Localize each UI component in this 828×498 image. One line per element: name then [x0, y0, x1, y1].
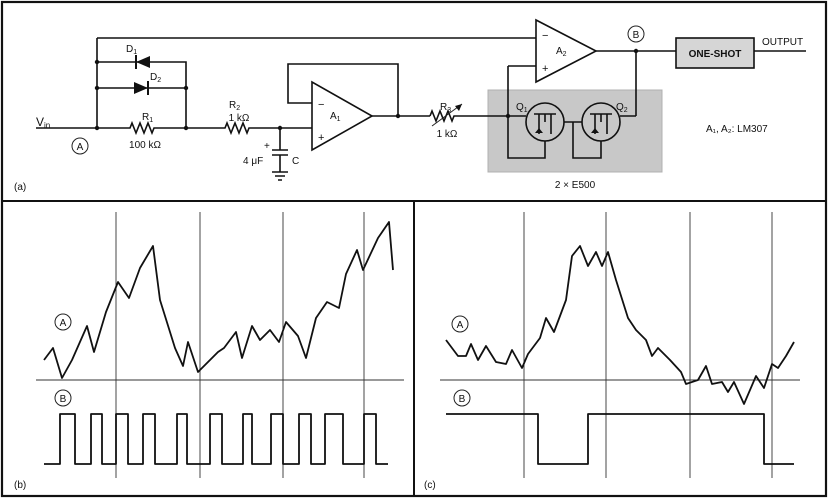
- q1-label: Q1: [516, 102, 528, 114]
- junction-b: [633, 48, 639, 54]
- panel-b-trace-a: [43, 221, 394, 379]
- r2-label: R2: [229, 100, 240, 112]
- transistor-wires: [507, 66, 636, 159]
- a1-feedback-wire: [287, 63, 399, 118]
- a2-plus: +: [542, 63, 548, 75]
- output-label: OUTPUT: [762, 37, 803, 48]
- waveform-panel-b: A B (b): [14, 212, 404, 491]
- opamp-a1: [311, 80, 374, 152]
- r3-value: 1 kΩ: [437, 129, 458, 140]
- a1-minus: −: [318, 99, 324, 111]
- junction-cap: [277, 125, 283, 131]
- panel-c-marker-b: [453, 389, 471, 407]
- resistor-r2: [186, 120, 312, 136]
- r1-value: 100 kΩ: [129, 140, 161, 151]
- panel-c-gridlines: [440, 212, 800, 478]
- panel-c-label: (c): [424, 480, 436, 491]
- waveform-panel-c: A B (c): [424, 212, 800, 491]
- panel-b-marker-b: [54, 389, 72, 407]
- circuit-schematic: Vin A D1 D2 R1 100 kΩ R2 1 kΩ + 4 μF C −…: [14, 18, 806, 193]
- panel-b-label-b: B: [60, 394, 67, 405]
- panel-c-label-a: A: [457, 320, 464, 331]
- q2-label: Q2: [616, 102, 628, 114]
- panel-c-marker-a: [451, 315, 469, 333]
- capacitor-c: [272, 128, 288, 181]
- vin-label: Vin: [36, 115, 50, 130]
- cap-plus: +: [264, 141, 270, 152]
- a1-plus: +: [318, 132, 324, 144]
- resistor-r3: [429, 108, 508, 124]
- panel-b-label-a: A: [60, 318, 67, 329]
- r2-value: 1 kΩ: [229, 113, 250, 124]
- transistor-pair-label: 2 × E500: [555, 180, 596, 191]
- d1-label: D1: [126, 44, 137, 56]
- r1-label: R1: [142, 112, 153, 124]
- junction-d2-right: [183, 85, 189, 91]
- node-b-label: B: [633, 30, 640, 41]
- panel-b-trace-b: [44, 413, 388, 465]
- panel-a-label: (a): [14, 182, 26, 193]
- opamp-a2: [535, 18, 598, 84]
- panel-b-label: (b): [14, 480, 26, 491]
- panel-c-trace-a: [445, 245, 795, 405]
- r3-arrowhead: [455, 104, 462, 111]
- junction-a1-out: [395, 113, 401, 119]
- d2-label: D2: [150, 72, 161, 84]
- panel-b-marker-a: [54, 313, 72, 331]
- a2-minus: −: [542, 30, 548, 42]
- junction-r1-right: [183, 125, 189, 131]
- cap-name: C: [292, 156, 299, 167]
- junction-q1: [505, 113, 511, 119]
- panel-c-trace-b: [446, 413, 794, 465]
- r3-label: R3: [440, 102, 451, 114]
- junction-r1: [94, 125, 100, 131]
- one-shot-block: [675, 37, 755, 69]
- node-a-label: A: [77, 142, 84, 153]
- panel-c-label-b: B: [459, 394, 466, 405]
- node-a-marker: [71, 137, 89, 155]
- one-shot-label: ONE-SHOT: [689, 49, 742, 60]
- junction-d2: [94, 85, 100, 91]
- a1-label: A1: [330, 111, 341, 123]
- resistor-r1: [97, 120, 186, 136]
- cap-value: 4 μF: [243, 156, 263, 167]
- diode-d1-symbol: [136, 56, 150, 68]
- opamp-note: A₁, A₂: LM307: [706, 124, 768, 135]
- node-b-marker: [627, 25, 645, 43]
- junction-d1: [94, 59, 100, 65]
- diode-d2-symbol: [134, 82, 148, 94]
- a2-label: A2: [556, 46, 567, 58]
